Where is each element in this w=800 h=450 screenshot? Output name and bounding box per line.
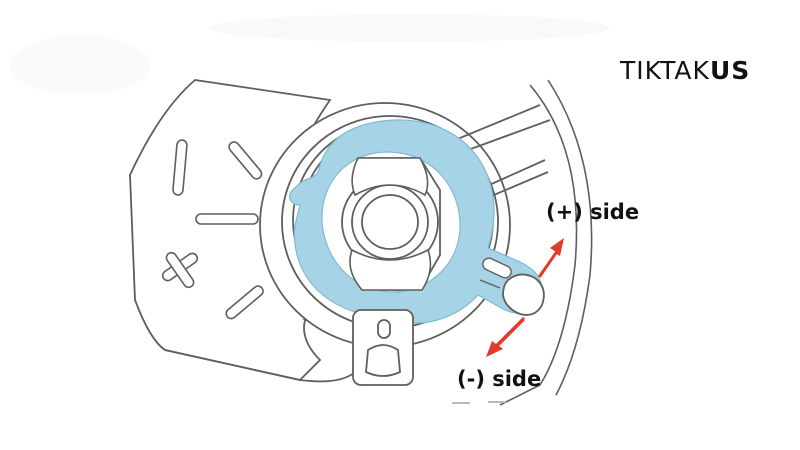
plus-side-label: (+) side [546, 200, 640, 224]
bottom-clamp [352, 309, 414, 386]
logo-text-bold: US [709, 56, 751, 85]
arrow-shafts [493, 248, 560, 350]
logo-text-regular: TIKTAK [620, 56, 710, 85]
brand-logo: TIKTAKUS [620, 56, 750, 85]
background-shadows [10, 14, 610, 95]
scale-marks [161, 139, 264, 320]
outer-case [499, 79, 593, 406]
minus-side-label: (-) side [457, 367, 542, 391]
plus-mark [161, 251, 199, 289]
bottom-dashes [452, 401, 506, 404]
lever-knob [502, 273, 545, 316]
hub-tabs [349, 157, 432, 291]
